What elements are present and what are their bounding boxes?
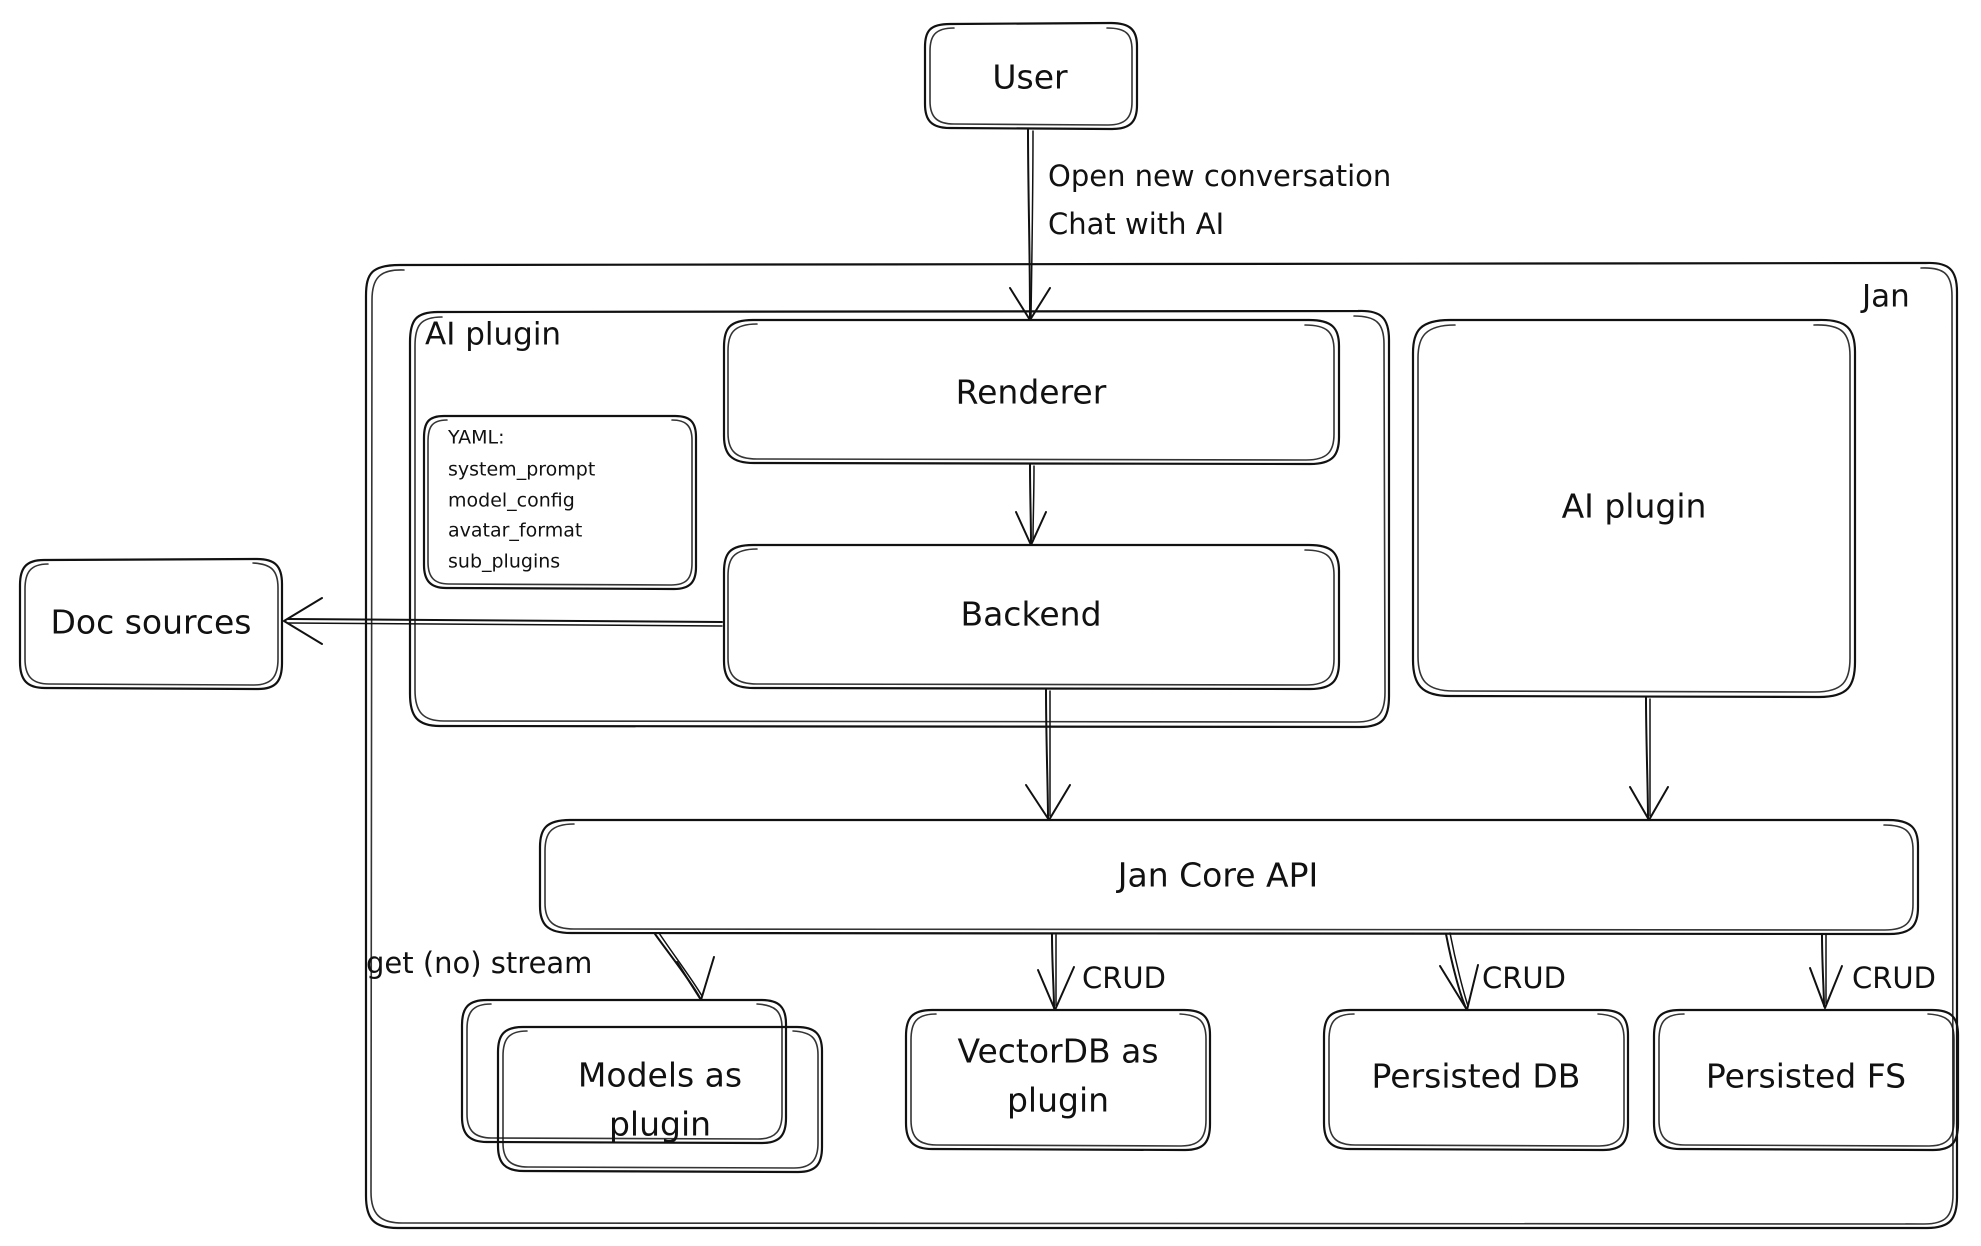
node-renderer[interactable]: Renderer xyxy=(722,318,1341,466)
edge-label-crud-persisted-fs: CRUD xyxy=(1852,961,1936,995)
yaml-line-4: sub_plugins xyxy=(448,551,560,573)
node-persisted-db-label: Persisted DB xyxy=(1372,1057,1581,1096)
jan-label: Jan xyxy=(1860,279,1910,315)
node-jan-core-api-label: Jan Core API xyxy=(1116,856,1318,895)
edge-label-crud-vectordb: CRUD xyxy=(1082,961,1166,995)
ai-plugin-group-label: AI plugin xyxy=(425,317,561,353)
yaml-line-0: YAML: xyxy=(447,427,505,449)
node-vectordb-as-plugin-line2: plugin xyxy=(1007,1081,1109,1120)
node-persisted-fs[interactable]: Persisted FS xyxy=(1652,1008,1960,1152)
edge-label-crud-persisted-db: CRUD xyxy=(1482,961,1566,995)
node-user-label: User xyxy=(992,58,1068,97)
edge-api-to-persisted-fs: CRUD xyxy=(1809,933,1936,1009)
ai-plugin-group: AI plugin xyxy=(408,309,1391,729)
node-models-as-plugin[interactable]: Models as plugin xyxy=(460,998,824,1174)
yaml-line-3: avatar_format xyxy=(448,520,582,542)
yaml-line-2: model_config xyxy=(448,490,575,512)
node-user[interactable]: User xyxy=(923,21,1139,131)
node-models-as-plugin-line1: Models as xyxy=(578,1056,742,1095)
edge-user-to-renderer: Open new conversation Chat with AI xyxy=(1009,128,1391,321)
node-persisted-fs-label: Persisted FS xyxy=(1706,1057,1906,1096)
node-doc-sources-label: Doc sources xyxy=(50,603,251,642)
edge-ai-plugin-to-jan-core-api xyxy=(1629,696,1669,821)
node-ai-plugin-right[interactable]: AI plugin xyxy=(1411,318,1857,699)
yaml-line-1: system_prompt xyxy=(448,459,595,481)
edge-api-to-persisted-db: CRUD xyxy=(1439,932,1566,1011)
edge-backend-to-jan-core-api xyxy=(1025,688,1071,821)
node-renderer-label: Renderer xyxy=(956,373,1107,412)
edge-label-get-no-stream: get (no) stream xyxy=(366,946,592,980)
node-persisted-db[interactable]: Persisted DB xyxy=(1322,1008,1630,1152)
edge-label-open-new-conversation: Open new conversation xyxy=(1048,159,1391,193)
node-backend[interactable]: Backend xyxy=(722,543,1341,691)
edge-renderer-to-backend xyxy=(1015,463,1047,546)
yaml-box: YAML: system_prompt model_config avatar_… xyxy=(422,414,698,591)
edge-api-to-models: get (no) stream xyxy=(366,932,715,1001)
node-doc-sources[interactable]: Doc sources xyxy=(18,557,284,691)
jan-container: User Jan xyxy=(364,261,1959,1230)
edge-label-chat-with-ai: Chat with AI xyxy=(1048,207,1224,241)
node-backend-label: Backend xyxy=(960,595,1101,634)
node-vectordb-as-plugin-line1: VectorDB as xyxy=(957,1032,1158,1071)
node-ai-plugin-right-label: AI plugin xyxy=(1562,487,1707,526)
node-models-as-plugin-line2: plugin xyxy=(609,1105,711,1144)
node-vectordb-as-plugin[interactable]: VectorDB as plugin xyxy=(904,1008,1212,1152)
edge-backend-to-doc-sources xyxy=(283,597,723,645)
edge-api-to-vectordb: CRUD xyxy=(1037,933,1166,1011)
node-jan-core-api[interactable]: Jan Core API xyxy=(538,818,1920,936)
